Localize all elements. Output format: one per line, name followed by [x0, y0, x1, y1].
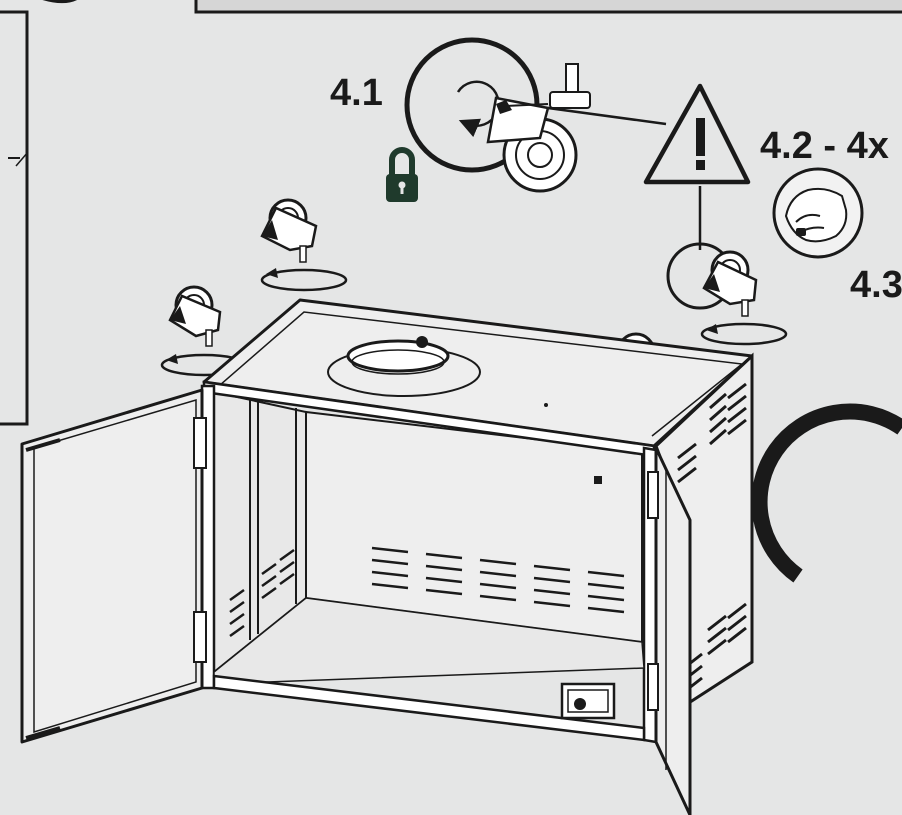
left-vents [229, 548, 295, 638]
step-label-4-2: 4.2 - 4x [760, 125, 889, 167]
cabinet-door-left [20, 388, 207, 744]
cabinet-body [200, 298, 754, 744]
cabinet-door-right [647, 446, 692, 815]
step-label-4-3: 4.3 [850, 264, 902, 306]
header-box [194, 0, 902, 14]
warning-triangle-icon [643, 83, 751, 250]
rotation-arc [751, 403, 902, 583]
caster-rear-left [260, 198, 348, 292]
caster-front-left [160, 285, 248, 377]
step-label-4-1: 4.1 [330, 72, 383, 114]
caster-lock-detail [404, 37, 667, 193]
left-side-panel [0, 0, 77, 426]
hand-tighten-icon [772, 167, 864, 259]
padlock-icon [386, 147, 418, 202]
back-vents [371, 546, 625, 614]
caster-rear-right [700, 250, 788, 346]
